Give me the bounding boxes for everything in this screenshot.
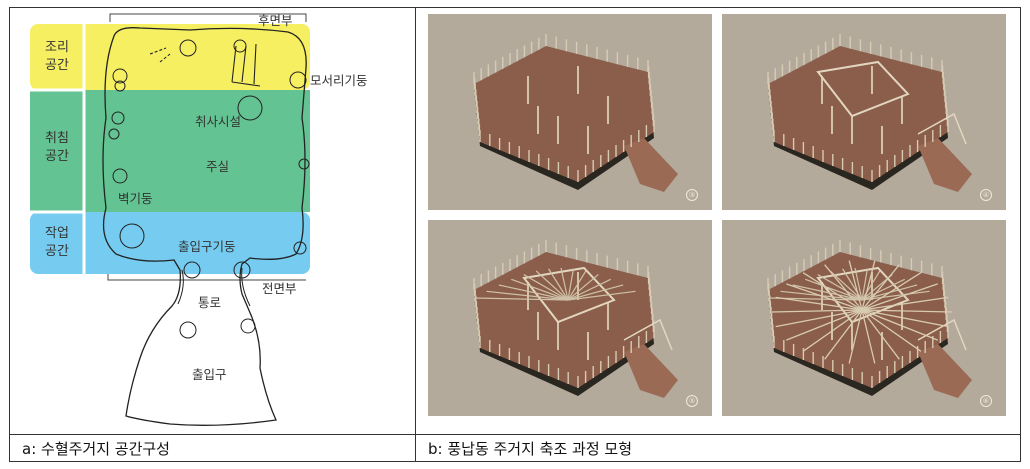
label-rear: 후면부 xyxy=(258,13,293,28)
model-number: ④ xyxy=(980,189,992,201)
model-stage-5: ⑤ xyxy=(428,220,712,416)
label-kitchen: 취사시설 xyxy=(195,114,242,129)
zone-band-sleeping xyxy=(30,90,310,212)
label-wall-post: 벽기둥 xyxy=(118,191,153,206)
model-stage-3: ③ xyxy=(428,14,712,210)
model-number: ③ xyxy=(686,189,698,201)
caption-b: b: 풍납동 주거지 축조 과정 모형 xyxy=(428,440,633,458)
zone-label-cooking: 조리 공간 xyxy=(45,40,69,73)
model-number: ⑥ xyxy=(980,395,992,407)
construction-models: ③ ④ ⑤ ⑥ xyxy=(416,8,1022,434)
pit-dwelling-diagram: 조리 공간 취침 공간 작업 공간 후면부 모서리기둥 취사시설 주실 벽기둥 … xyxy=(10,8,415,434)
model-number: ⑤ xyxy=(686,395,698,407)
zone-label-working: 작업 공간 xyxy=(45,226,69,259)
zone-band-working xyxy=(30,212,310,274)
model-stage-4: ④ xyxy=(722,14,1006,210)
label-entrance: 출입구 xyxy=(192,367,227,382)
model-render xyxy=(722,220,1006,416)
caption-a: a: 수혈주거지 공간구성 xyxy=(22,440,170,458)
dwelling-outline xyxy=(102,27,307,426)
label-corner-post: 모서리기둥 xyxy=(310,73,368,88)
pit-dwelling-plan xyxy=(30,13,310,426)
figure-frame: 조리 공간 취침 공간 작업 공간 후면부 모서리기둥 취사시설 주실 벽기둥 … xyxy=(9,7,1021,462)
model-render xyxy=(722,14,1006,210)
label-entrance-post: 출입구기둥 xyxy=(178,239,236,254)
caption-separator xyxy=(10,434,1020,435)
label-main-room: 주실 xyxy=(206,159,230,174)
label-passage: 통로 xyxy=(198,295,222,310)
model-stage-6: ⑥ xyxy=(722,220,1006,416)
label-front: 전면부 xyxy=(262,281,297,296)
model-render xyxy=(428,220,712,416)
zone-label-sleeping: 취침 공간 xyxy=(45,131,69,164)
panel-divider xyxy=(415,8,416,461)
model-render xyxy=(428,14,712,210)
